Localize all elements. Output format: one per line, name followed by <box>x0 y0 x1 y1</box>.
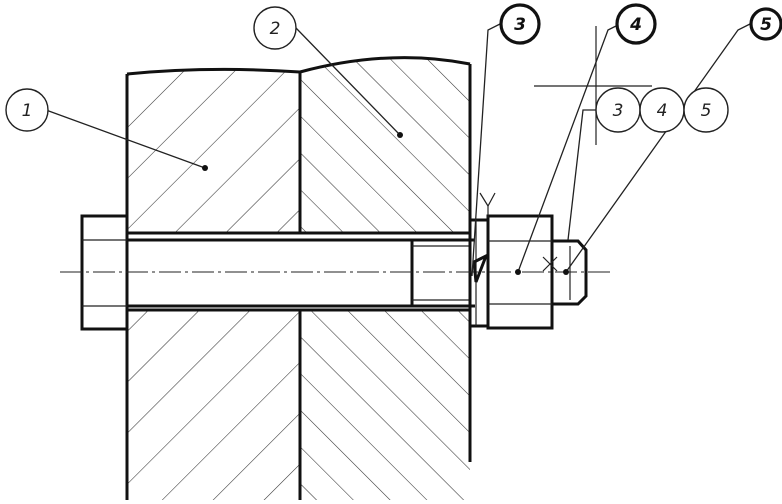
plate-1 <box>125 67 301 500</box>
alt-callout-4: 4 <box>639 87 685 133</box>
svg-text:1: 1 <box>22 101 33 121</box>
leader-5 <box>565 23 751 273</box>
leader-3 <box>471 23 501 277</box>
svg-text:4: 4 <box>629 15 642 35</box>
svg-text:3: 3 <box>514 15 526 35</box>
callout-5: 5 <box>749 7 782 41</box>
svg-text:4: 4 <box>657 101 668 121</box>
y-marker <box>472 192 496 283</box>
callout-2: 2 <box>253 6 297 50</box>
plate-1-lower <box>127 310 300 500</box>
plate-1-upper <box>127 69 300 233</box>
leader-dot-1 <box>202 165 208 171</box>
x-marker <box>542 256 558 272</box>
callout-4: 4 <box>615 3 657 45</box>
leader-1 <box>45 109 206 169</box>
alt-callout-5: 5 <box>683 87 729 133</box>
leader-2 <box>295 27 401 136</box>
callout-1: 1 <box>5 88 49 132</box>
callout-3: 3 <box>499 3 541 45</box>
plate-2-upper <box>300 57 470 233</box>
plate-2-lower <box>300 310 470 500</box>
svg-text:3: 3 <box>613 101 624 121</box>
alt-callout-3: 3 <box>595 87 641 133</box>
leader-dot-5 <box>563 269 569 275</box>
plate-2 <box>299 56 472 500</box>
bolt-end <box>552 239 588 306</box>
bolt-shank <box>127 238 475 308</box>
nut <box>486 214 554 330</box>
leader-dot-2 <box>397 132 403 138</box>
svg-text:2: 2 <box>270 19 281 39</box>
leader-alt <box>567 109 596 241</box>
svg-text:5: 5 <box>760 15 772 35</box>
leader-dot-4 <box>515 269 521 275</box>
svg-text:5: 5 <box>701 101 712 121</box>
